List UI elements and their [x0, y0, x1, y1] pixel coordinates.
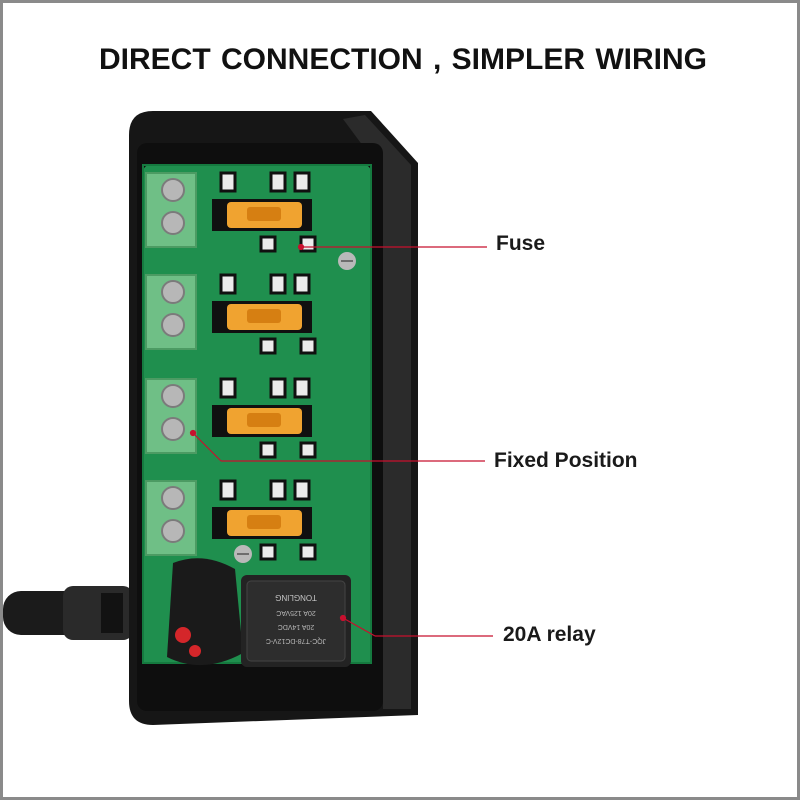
fuse-channel-1: [145, 171, 317, 253]
fixed-position-callout-label: Fixed Position: [494, 449, 638, 472]
wire-connector: [167, 558, 243, 666]
fuse-callout-label: Fuse: [496, 232, 546, 255]
fuse-channel-2: [145, 273, 317, 355]
fuse-channel-4: [145, 479, 317, 561]
relay-dc-rating-text: 20A 14VDC: [278, 623, 315, 630]
relay-ac-rating-text: 20A 125VAC: [276, 609, 316, 616]
fixed-position-leader-line: [192, 432, 222, 462]
headline-title: DIRECT CONNECTION , SIMPLER WIRING: [99, 43, 707, 76]
fuse-channel-3: [145, 377, 317, 459]
relay-box-photo: JQC-T78-DC12V-C 20A 14VDC 20A 125VAC TON…: [3, 111, 493, 725]
relay-20a: JQC-T78-DC12V-C 20A 14VDC 20A 125VAC TON…: [241, 575, 351, 667]
relay-callout-label: 20A relay: [503, 623, 596, 646]
relay-model-text: JQC-T78-DC12V-C: [266, 637, 326, 644]
relay-brand-text: TONGLING: [275, 593, 317, 602]
relay-leader-line: [342, 617, 376, 637]
